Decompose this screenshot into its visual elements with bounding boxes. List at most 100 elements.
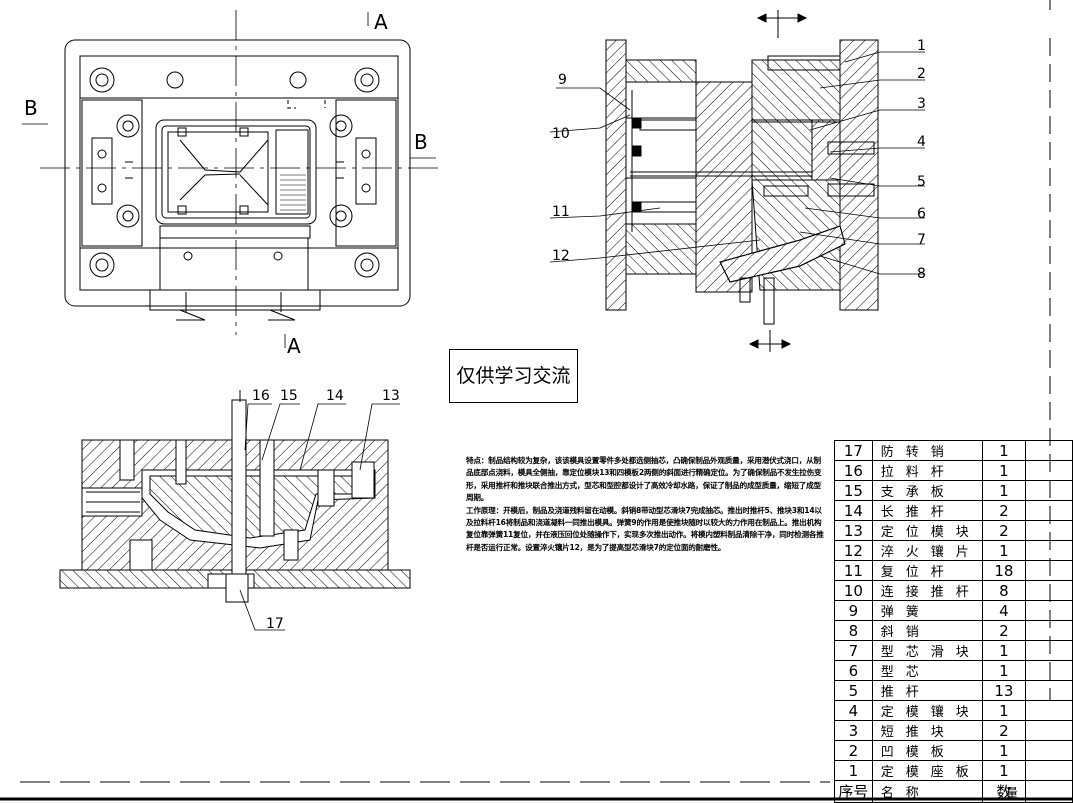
- bom-row-name: 型芯: [871, 660, 984, 681]
- bom-row-number: 17: [834, 440, 873, 461]
- plan-centerlines: [22, 10, 440, 348]
- bom-row-name: 斜销: [871, 620, 984, 641]
- technical-notes: 特点：制品结构较为复杂，该该模具设置零件多处都选侧抽芯，凸确保制品外观质量，采用…: [452, 455, 824, 554]
- bom-blank-cell: [1024, 500, 1073, 521]
- bom-row-quantity: 13: [982, 680, 1026, 701]
- callout-15: 15: [280, 388, 298, 404]
- bom-row-name: 长推杆: [871, 500, 984, 521]
- bom-row-number: 13: [834, 520, 873, 541]
- callout-9: 9: [558, 72, 567, 88]
- bom-row-quantity: 1: [982, 460, 1026, 481]
- bom-header-name: 名称: [871, 780, 984, 803]
- notes-features: 特点：制品结构较为复杂，该该模具设置零件多处都选侧抽芯，凸确保制品外观质量，采用…: [466, 456, 822, 503]
- bom-row-number: 15: [834, 480, 873, 501]
- bom-header-quantity: 数: [982, 780, 1026, 803]
- bom-blank-cell: [1024, 680, 1073, 701]
- watermark-box: 仅供学习交流: [449, 349, 578, 403]
- bom-row-name: 防转销: [871, 440, 984, 461]
- callout-12: 12: [552, 248, 570, 264]
- bom-row-quantity: 1: [982, 540, 1026, 561]
- bom-row-quantity: 8: [982, 580, 1026, 601]
- notes-working-principle: 工作原理：开模后，制品及浇道残料留在动模。斜销8带动型芯滑块7完成抽芯。推出时推…: [466, 505, 824, 552]
- section-b-right-label: B: [414, 130, 428, 154]
- bom-blank-cell: [1024, 460, 1073, 481]
- bom-blank-cell: [1024, 560, 1073, 581]
- guide-pillar-icons: [89, 67, 380, 278]
- callout-10: 10: [552, 126, 570, 142]
- bom-row-quantity: 2: [982, 500, 1026, 521]
- bom-blank-cell: [1024, 620, 1073, 641]
- bom-row-quantity: 4: [982, 600, 1026, 621]
- bom-row-name: 复位杆: [871, 560, 984, 581]
- bom-blank-cell: [1024, 480, 1073, 501]
- bom-row-number: 3: [834, 720, 873, 741]
- bom-footer-char: 量: [1006, 786, 1019, 800]
- bom-row-number: 6: [834, 660, 873, 681]
- bom-row-quantity: 1: [982, 440, 1026, 461]
- bom-row-name: 定位模块: [871, 520, 984, 541]
- callout-6: 6: [917, 206, 926, 222]
- bom-header-number: 序号: [834, 780, 873, 803]
- bom-header-row: 序号名称数: [834, 780, 1073, 803]
- callout-3: 3: [917, 96, 926, 112]
- front-callout-leaders: [239, 403, 400, 631]
- bom-row-quantity: 2: [982, 720, 1026, 741]
- bom-row-number: 9: [834, 600, 873, 621]
- callout-7: 7: [917, 232, 926, 248]
- bom-blank-cell: [1024, 600, 1073, 621]
- callout-5: 5: [917, 174, 926, 190]
- side-section-view: [605, 10, 879, 352]
- side-callout-leaders: [549, 51, 925, 275]
- bom-row-quantity: 18: [982, 560, 1026, 581]
- callout-1: 1: [917, 38, 926, 54]
- bom-blank-cell: [1024, 640, 1073, 661]
- bom-row-number: 1: [834, 760, 873, 781]
- bom-row-number: 7: [834, 640, 873, 661]
- bom-row-number: 4: [834, 700, 873, 721]
- bom-blank-cell: [1024, 760, 1073, 781]
- callout-14: 14: [326, 388, 344, 404]
- bom-row-number: 16: [834, 460, 873, 481]
- bom-blank-cell: [1024, 540, 1073, 561]
- bom-blank-cell: [1024, 780, 1073, 803]
- bom-row-name: 弹簧: [871, 600, 984, 621]
- bom-row-name: 推杆: [871, 680, 984, 701]
- section-a-top-label: A: [374, 10, 388, 34]
- bom-row-name: 淬火镶片: [871, 540, 984, 561]
- bom-row-quantity: 1: [982, 700, 1026, 721]
- bom-row-number: 10: [834, 580, 873, 601]
- bom-row-number: 14: [834, 500, 873, 521]
- section-b-left-label: B: [24, 96, 38, 120]
- bom-row-name: 凹模板: [871, 740, 984, 761]
- bom-row-name: 定模镶块: [871, 700, 984, 721]
- bom-row-number: 2: [834, 740, 873, 761]
- bom-row-number: 11: [834, 560, 873, 581]
- callout-13: 13: [382, 388, 400, 404]
- bom-row-quantity: 1: [982, 660, 1026, 681]
- bom-row-quantity: 2: [982, 520, 1026, 541]
- plan-view: [64, 39, 411, 321]
- callout-8: 8: [917, 266, 926, 282]
- bom-row-number: 8: [834, 620, 873, 641]
- bom-row-quantity: 2: [982, 620, 1026, 641]
- bom-blank-cell: [1024, 720, 1073, 741]
- bom-blank-cell: [1024, 740, 1073, 761]
- section-a-bottom-label: A: [287, 334, 301, 358]
- bom-row-name: 定模座板: [871, 760, 984, 781]
